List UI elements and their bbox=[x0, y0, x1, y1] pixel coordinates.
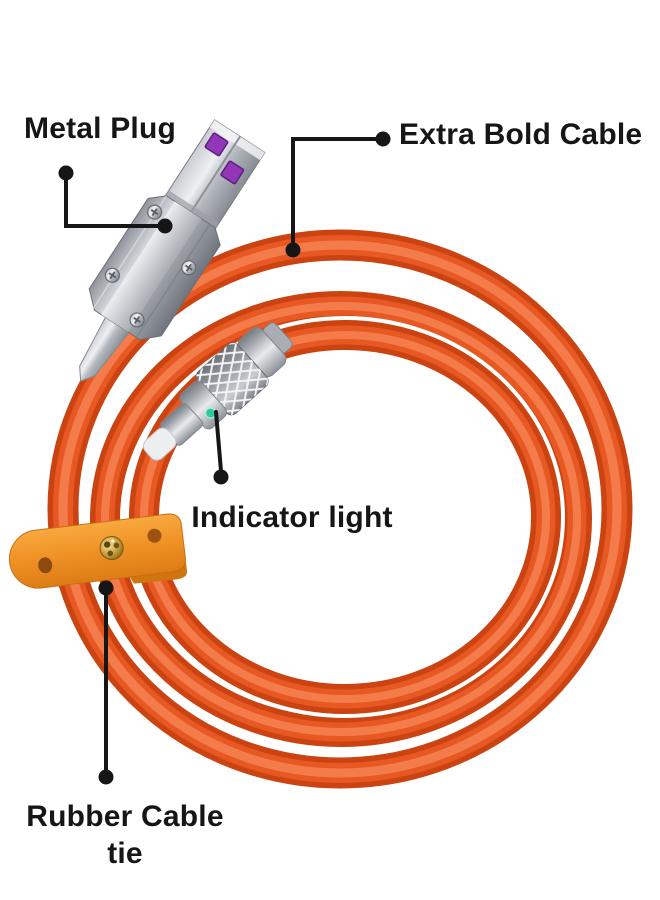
usb-contact bbox=[220, 160, 245, 185]
usb-a-plug bbox=[79, 119, 266, 382]
screw bbox=[129, 312, 145, 328]
callouts bbox=[58, 131, 391, 785]
metal-plug-label: Metal Plug bbox=[24, 112, 177, 145]
callout-line-extra-bold-cable bbox=[291, 137, 382, 247]
extra-bold-cable-label: Extra Bold Cable bbox=[399, 118, 643, 151]
cable-tie-right-hole bbox=[147, 528, 162, 543]
screw bbox=[104, 267, 120, 283]
rubber-cable-tie-label-line1: Rubber Cable bbox=[26, 800, 224, 833]
callout-line-metal-plug bbox=[64, 173, 162, 228]
screw bbox=[181, 260, 197, 276]
callout-dot bbox=[98, 580, 114, 596]
cable-tie bbox=[8, 513, 188, 589]
callout-dot bbox=[375, 131, 391, 147]
callout-dot bbox=[213, 469, 229, 485]
indicator-led bbox=[205, 407, 217, 419]
rubber-cable-tie-label: Rubber Cable tie bbox=[14, 798, 236, 872]
callout-dot bbox=[58, 165, 74, 181]
cable-tie-left-hole bbox=[38, 557, 53, 574]
callout-dot bbox=[157, 218, 173, 234]
brass-rivet bbox=[99, 536, 124, 561]
usb-c-tip bbox=[143, 427, 177, 461]
rubber-cable-tie-label-line2: tie bbox=[107, 837, 143, 870]
screw bbox=[147, 204, 163, 220]
callout-dot bbox=[98, 769, 114, 785]
callout-line-indicator-light bbox=[214, 410, 223, 473]
callout-dot bbox=[285, 242, 301, 258]
usb-contact bbox=[204, 132, 229, 157]
cable-tie-strap bbox=[8, 513, 186, 589]
indicator-light-label: Indicator light bbox=[191, 501, 393, 534]
plug-body bbox=[88, 195, 221, 341]
